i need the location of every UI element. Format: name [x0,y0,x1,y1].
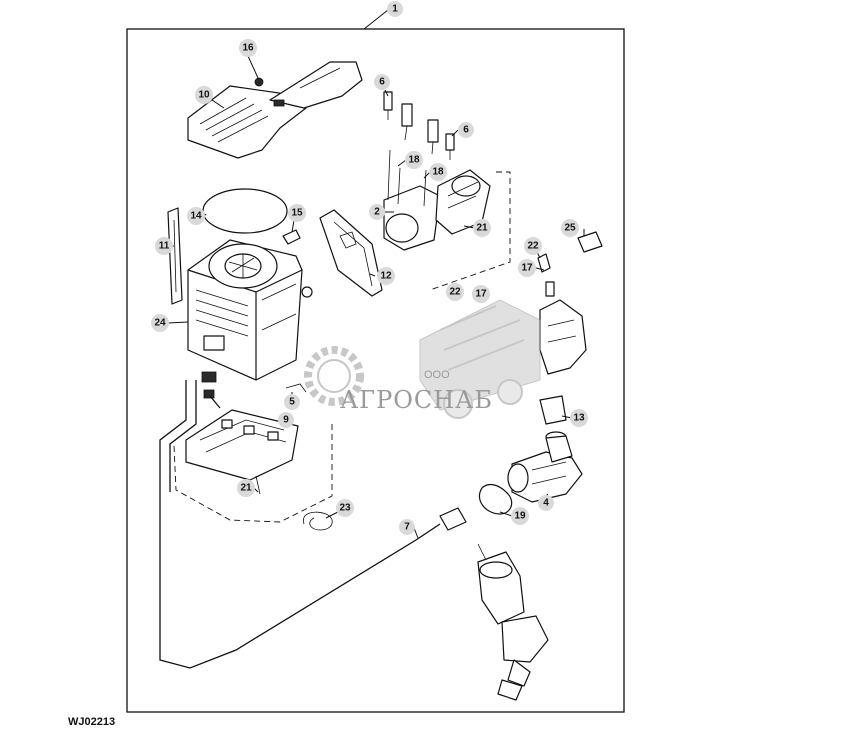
wiring-harness [159,371,417,669]
fitting-part [577,231,603,253]
spring-clip-part [302,511,333,531]
callout-24: 24 [151,314,169,332]
callout-22-hose: 22 [446,283,464,301]
svg-text:22: 22 [449,287,461,298]
sensor-plugs-part [383,91,455,160]
svg-text:18: 18 [408,155,420,166]
svg-text:13: 13 [573,413,585,424]
callout-2: 2 [369,204,385,220]
callout-14: 14 [187,207,205,225]
svg-text:23: 23 [339,503,351,514]
svg-text:2: 2 [374,207,380,218]
svg-text:15: 15 [291,208,303,219]
callout-18-upper: 18 [405,151,423,169]
svg-text:11: 11 [159,241,170,252]
callout-17-hose: 17 [472,285,490,303]
svg-text:4: 4 [543,498,549,509]
callout-leaders [167,55,585,539]
clip-part [282,229,301,245]
callout-6-top: 6 [374,74,390,90]
hose-connector-part [285,383,307,393]
callout-17-clamp: 17 [518,259,536,277]
svg-text:22: 22 [527,241,539,252]
callout-10: 10 [195,86,213,104]
svg-text:24: 24 [154,318,166,329]
cover-lid-part [187,61,363,159]
svg-text:18: 18 [432,167,444,178]
svg-text:5: 5 [289,397,295,408]
watermark-company: АГРОСНАБ [340,386,493,414]
watermark-logo [304,299,541,419]
fuel-pump-part [507,435,583,503]
callout-9: 9 [278,412,294,428]
callout-15: 15 [288,204,306,222]
callout-13: 13 [570,409,588,427]
callout-11: 11 [155,237,173,255]
svg-text:19: 19 [514,511,526,522]
svg-text:9: 9 [283,415,289,426]
dosing-pump-part [477,543,549,701]
connector-part [539,395,567,443]
blower-housing-part [187,239,313,381]
svg-text:1: 1 [392,4,398,15]
watermark-prefix: ООО [424,369,450,381]
svg-text:10: 10 [198,90,210,101]
svg-text:25: 25 [564,223,576,234]
svg-text:21: 21 [476,223,488,234]
callout-4: 4 [538,495,554,511]
svg-text:6: 6 [463,125,469,136]
side-bracket-part [167,207,183,305]
callout-5: 5 [284,394,300,410]
callout-25: 25 [561,219,579,237]
callout-12: 12 [377,267,395,285]
callout-19: 19 [511,507,529,525]
callout-16: 16 [239,39,257,57]
svg-text:16: 16 [242,43,254,54]
callout-23: 23 [336,499,354,517]
callout-1: 1 [387,1,403,17]
svg-text:7: 7 [404,522,410,533]
gasket-ring-part [202,188,288,234]
svg-text:14: 14 [190,211,202,222]
svg-text:21: 21 [240,483,252,494]
diagram-frame [126,28,625,713]
callout-22-clamp: 22 [524,237,542,255]
figure-id-label: WJ02213 [68,716,116,728]
callout-18-lower: 18 [429,163,447,181]
callout-6-right: 6 [458,122,474,138]
svg-text:12: 12 [380,271,392,282]
clamp-loop-part [478,483,513,515]
svg-text:17: 17 [475,289,487,300]
svg-text:17: 17 [521,263,533,274]
callout-7: 7 [399,519,415,535]
plug-connector-part [415,507,467,541]
control-bracket-part [185,409,299,495]
svg-text:6: 6 [379,77,385,88]
panel-plate-part [319,209,383,297]
callout-21-bracket: 21 [237,479,255,497]
callout-21-motor: 21 [473,219,491,237]
clamp-bracket-part [537,253,587,375]
